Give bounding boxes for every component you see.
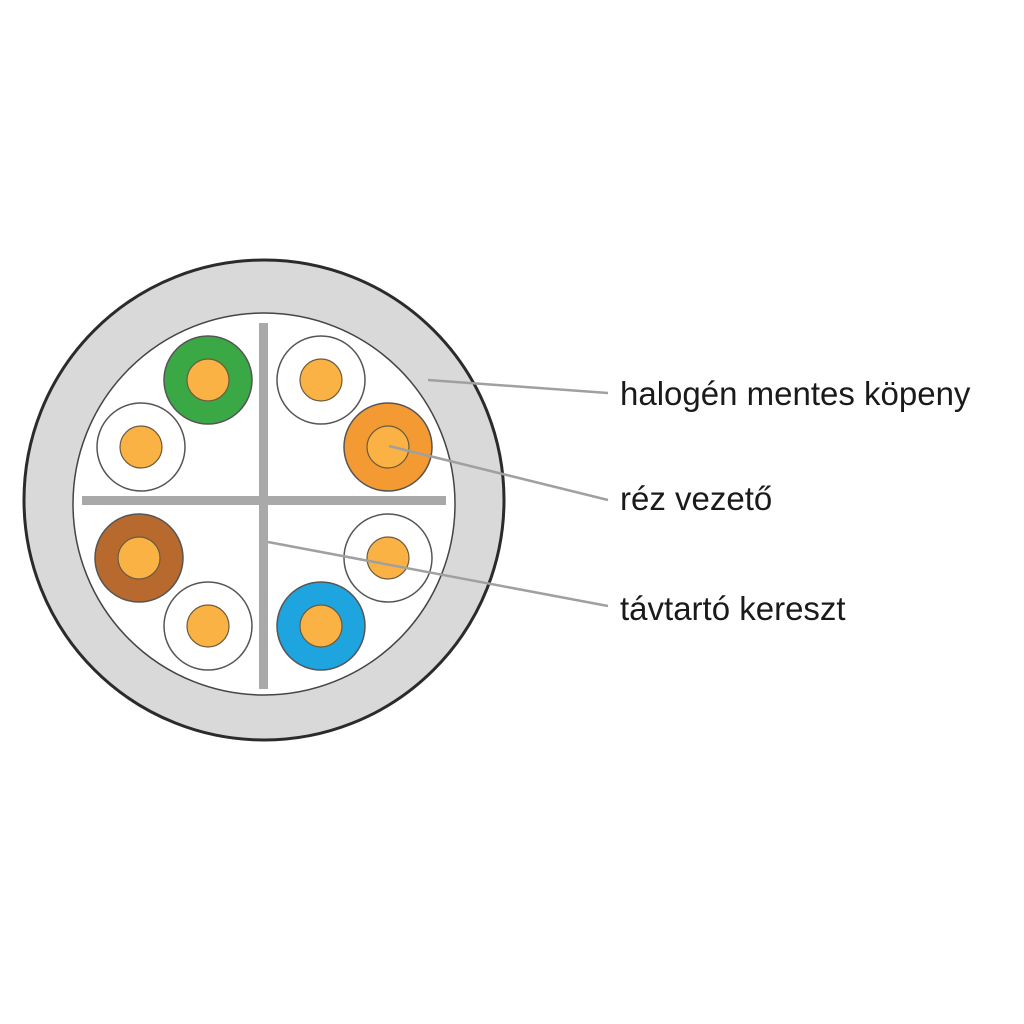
brown-wire	[94, 513, 184, 603]
white-green-wire-copper-conductor	[119, 425, 163, 469]
white-blue-wire	[343, 513, 433, 603]
white-orange-wire	[276, 335, 366, 425]
white-orange-wire-copper-conductor	[299, 358, 343, 402]
jacket-label: halogén mentes köpeny	[620, 375, 971, 412]
orange-wire-copper-conductor	[366, 425, 410, 469]
wire-pairs	[94, 335, 433, 671]
leader-lines	[267, 378, 609, 608]
separator-horizontal-bar	[82, 496, 446, 505]
orange-wire	[343, 402, 433, 492]
separator-cross	[82, 323, 446, 689]
white-green-wire	[96, 402, 186, 492]
jacket-leader-line	[427, 378, 609, 395]
conductor-leader-line	[388, 444, 609, 502]
separator-leader-line	[267, 540, 609, 608]
white-brown-wire-copper-conductor	[186, 604, 230, 648]
green-wire-copper-conductor	[186, 358, 230, 402]
blue-wire-copper-conductor	[299, 604, 343, 648]
white-blue-wire-copper-conductor	[366, 536, 410, 580]
white-brown-wire	[163, 581, 253, 671]
blue-wire	[276, 581, 366, 671]
green-wire	[163, 335, 253, 425]
conductor-label: réz vezető	[620, 480, 772, 517]
separator-vertical-bar	[259, 323, 268, 689]
separator-label: távtartó kereszt	[620, 590, 846, 627]
brown-wire-copper-conductor	[117, 536, 161, 580]
